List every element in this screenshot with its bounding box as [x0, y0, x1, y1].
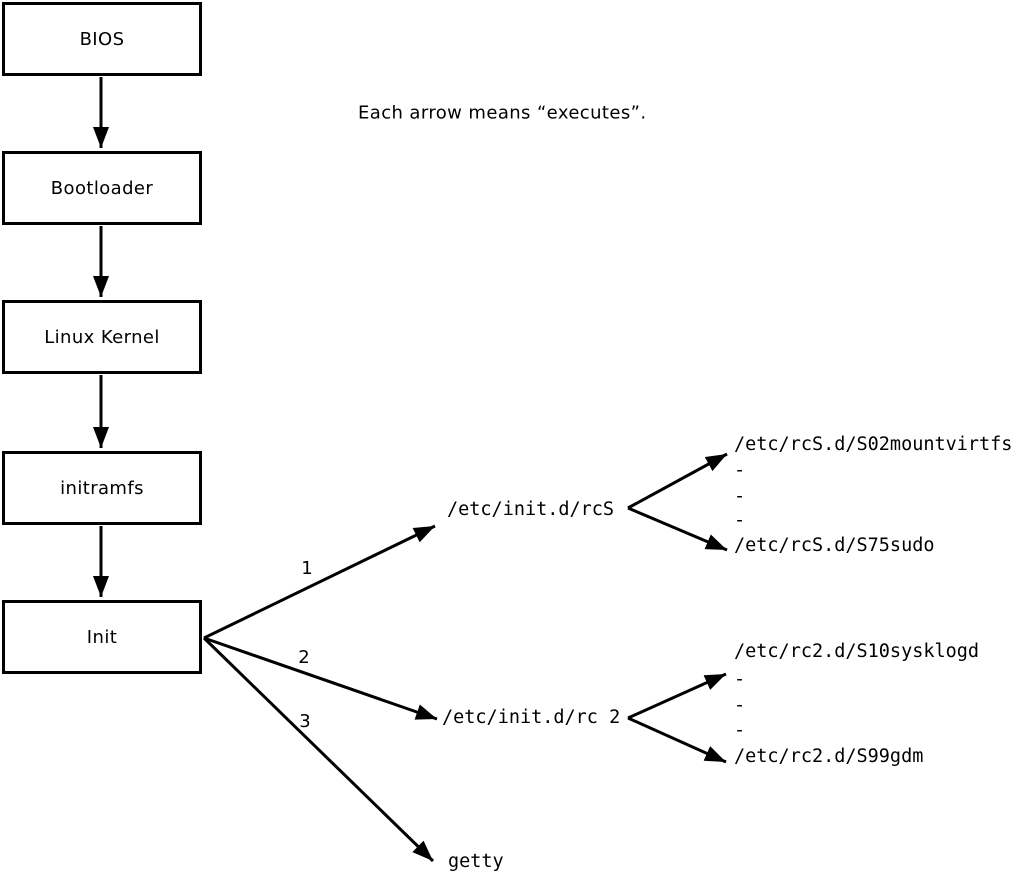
label-rc2-script: /etc/init.d/rc 2	[442, 706, 621, 728]
ellipsis-dash: -	[734, 719, 746, 741]
node-initramfs-label: initramfs	[60, 477, 144, 499]
label-rcs-first-entry: /etc/rcS.d/S02mountvirtfs	[734, 433, 1013, 455]
node-bios: BIOS	[2, 2, 202, 76]
arrow-init-to-rc2-script	[203, 636, 438, 721]
ellipsis-dash: -	[734, 668, 746, 690]
arrow-rc2-to-s10sysklogd	[627, 672, 727, 720]
node-bootloader: Bootloader	[2, 151, 202, 225]
arrow-order-label-2: 2	[298, 647, 310, 668]
node-bios-label: BIOS	[79, 28, 125, 50]
label-rc2-last-entry: /etc/rc2.d/S99gdm	[734, 745, 924, 767]
ellipsis-dash: -	[734, 694, 746, 716]
node-linux-kernel: Linux Kernel	[2, 300, 202, 374]
arrow-order-label-3: 3	[299, 711, 311, 732]
ellipsis-dash: -	[734, 485, 746, 507]
arrow-init-to-rcs-script	[203, 524, 436, 640]
label-getty: getty	[448, 850, 504, 872]
arrow-rc2-to-s99gdm	[627, 716, 727, 764]
ellipsis-dash: -	[734, 509, 746, 531]
arrow-rcs-to-s02mountvirtfs	[627, 452, 728, 510]
node-bootloader-label: Bootloader	[50, 177, 154, 199]
arrow-rcs-to-s75sudo	[627, 506, 728, 552]
label-rcs-last-entry: /etc/rcS.d/S75sudo	[734, 534, 935, 556]
label-rcs-script: /etc/init.d/rcS	[447, 498, 615, 520]
node-init: Init	[2, 600, 202, 674]
node-linux-kernel-label: Linux Kernel	[44, 326, 160, 348]
arrow-init-to-getty	[202, 636, 435, 863]
node-initramfs: initramfs	[2, 451, 202, 525]
ellipsis-dash: -	[734, 459, 746, 481]
arrow-order-label-1: 1	[301, 558, 313, 579]
legend-note: Each arrow means “executes”.	[358, 102, 647, 124]
label-rc2-first-entry: /etc/rc2.d/S10sysklogd	[734, 640, 980, 662]
node-init-label: Init	[86, 626, 118, 648]
